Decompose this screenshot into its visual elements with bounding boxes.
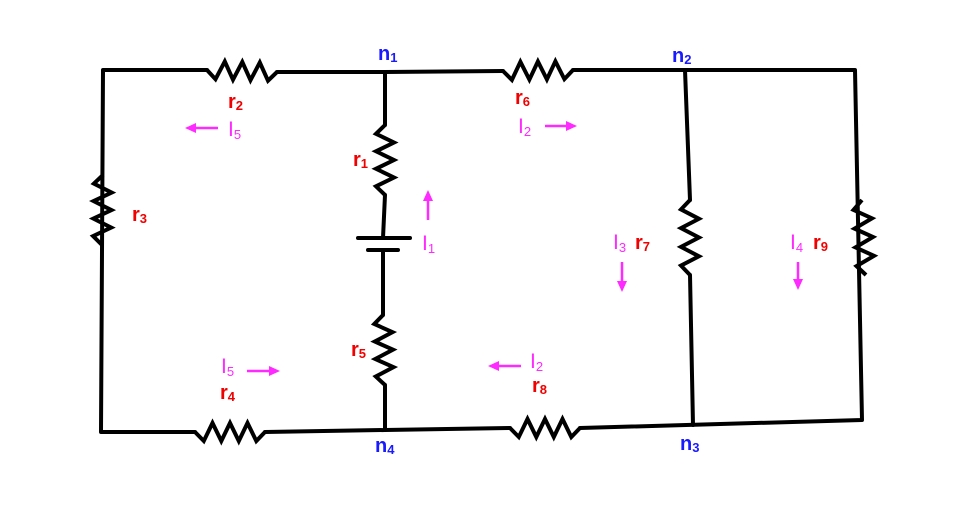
resistor-label-r2: r2: [228, 91, 243, 113]
current-label-i2-top: I2: [518, 115, 531, 139]
arrow-i1-icon: [423, 190, 433, 220]
node-label-n3: n3: [680, 433, 699, 455]
resistor-label-r8: r8: [532, 375, 547, 397]
resistor-label-r4: r4: [220, 382, 236, 404]
current-arrows: [185, 121, 803, 376]
resistor-label-r5: r5: [351, 339, 366, 361]
wires: [99, 68, 864, 434]
resistor-r7: [676, 198, 704, 277]
current-label-i1: I1: [422, 232, 435, 256]
arrow-i5-top-icon: [185, 123, 218, 133]
arrow-i2-bottom-icon: [488, 361, 521, 371]
resistor-shapes: [88, 56, 879, 446]
resistor-r9: [850, 198, 879, 277]
resistor-r1: [371, 123, 399, 197]
arrow-i5-bottom-icon: [247, 366, 280, 376]
current-label-i2-bottom: I2: [530, 350, 543, 374]
current-label-i5-top: I5: [228, 118, 241, 142]
node-label-n1: n1: [378, 43, 397, 65]
arrow-i2-top-icon: [545, 121, 577, 131]
wire-bottom-middle: [263, 426, 512, 434]
arrow-i3-icon: [617, 262, 627, 292]
resistor-r2: [205, 56, 279, 85]
wire-r1-battery: [381, 193, 387, 240]
current-label-i5-bottom: I5: [221, 355, 234, 379]
resistor-r4: [193, 418, 267, 446]
arrow-i4-icon: [793, 262, 803, 290]
resistor-r6: [501, 56, 575, 85]
resistor-label-r6: r6: [515, 87, 530, 109]
wire-r7-n3: [688, 273, 695, 427]
resistor-r8: [508, 414, 582, 442]
resistor-r3: [88, 173, 117, 247]
resistor-labels: r1 r2 r3 r4 r5 r6 r7 r8 r9: [132, 87, 828, 404]
current-labels: I5 I2 I1 I3 I4 I5 I2: [221, 115, 803, 379]
wire-n2-r7: [683, 68, 692, 202]
node-labels: n1 n2 n3 n4: [375, 43, 699, 457]
node-label-n2: n2: [672, 45, 691, 67]
current-label-i4: I4: [790, 231, 803, 255]
resistor-label-r3: r3: [132, 204, 147, 226]
wire-top-middle: [275, 69, 505, 74]
resistor-r5: [370, 313, 399, 387]
current-label-i3: I3: [613, 231, 626, 255]
resistor-label-r1: r1: [353, 149, 368, 171]
wire-left-loop: [99, 68, 209, 434]
node-label-n4: n4: [375, 435, 395, 457]
resistor-label-r7: r7: [635, 232, 650, 254]
resistor-label-r9: r9: [813, 232, 828, 254]
